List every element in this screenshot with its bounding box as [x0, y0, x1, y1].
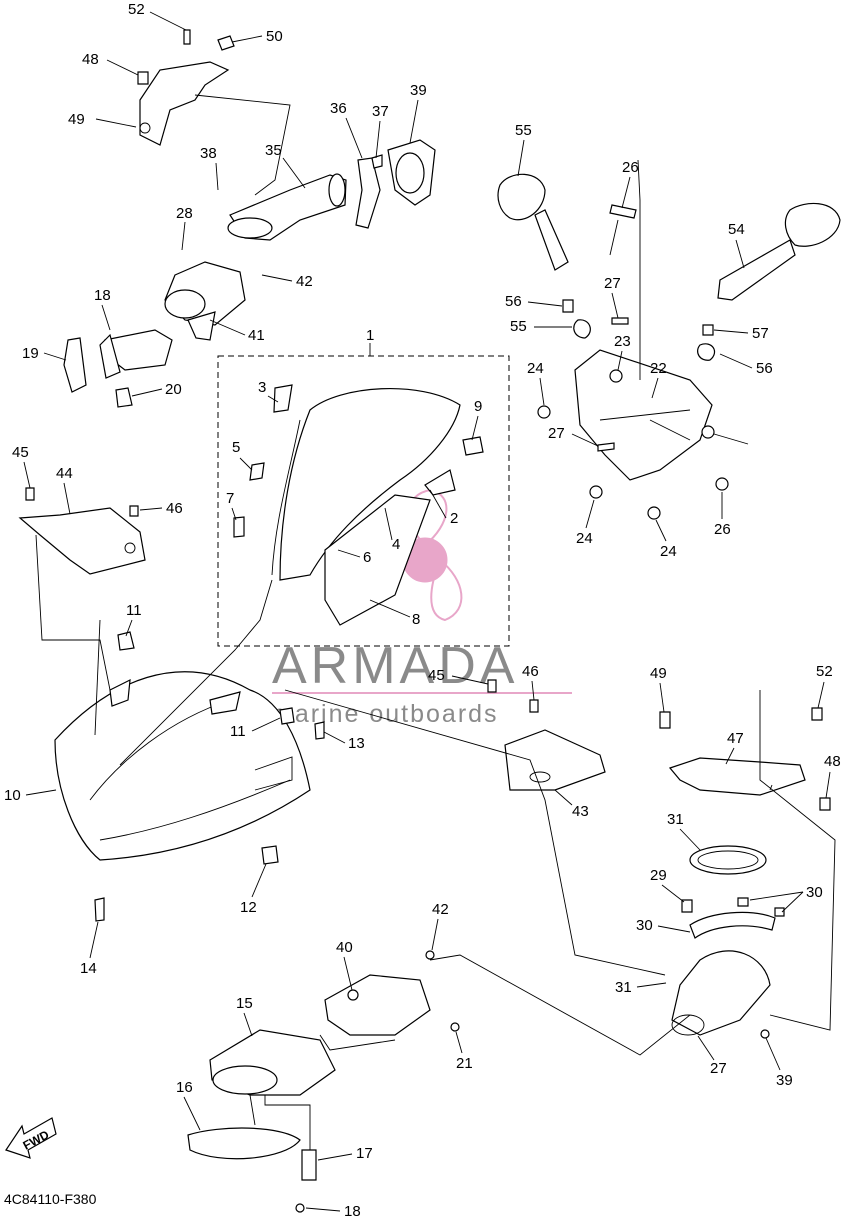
callout-11-upper: 11: [126, 602, 142, 619]
callout-39-label: 39: [776, 1072, 793, 1089]
callout-49: 48: [82, 51, 99, 68]
callout-32: 31: [615, 979, 632, 996]
watermark-tagline: marine outboards: [272, 700, 499, 728]
callout-54: 55: [515, 122, 532, 139]
callout-27-lower-label: 27: [548, 425, 565, 442]
callout-49-right: 49: [650, 665, 667, 682]
callout-3: 3: [258, 379, 266, 396]
callout-1: 1: [366, 327, 374, 344]
callout-21: 20: [165, 381, 182, 398]
callout-52-right: 52: [816, 663, 833, 680]
callout-17: 17: [356, 1145, 373, 1162]
callout-11-lower: 11: [230, 723, 246, 740]
callout-35: 36: [330, 100, 347, 117]
callout-24-bottom-right: 24: [660, 543, 677, 560]
callout-5: 5: [232, 439, 240, 456]
callout-24-left: 24: [527, 360, 544, 377]
callout-45-left: 45: [12, 444, 29, 461]
callout-36: 37: [372, 103, 389, 120]
callout-51: 50: [266, 28, 283, 45]
callout-31-left: 29: [650, 867, 667, 884]
callout-24-top: 23: [614, 333, 631, 350]
watermark-brand: ARMADA: [272, 637, 518, 695]
callout-16: 16: [176, 1079, 193, 1096]
callout-37: 38: [200, 145, 217, 162]
callout-43: 43: [572, 803, 589, 820]
callout-12: 12: [240, 899, 257, 916]
callout-33: 31: [667, 811, 684, 828]
callout-42-lower: 42: [432, 901, 449, 918]
callout-26-label: 26: [714, 521, 731, 538]
callout-4: 4: [392, 536, 400, 553]
callout-6: 6: [363, 549, 371, 566]
callout-50: 49: [68, 111, 85, 128]
callout-45-right: 45: [428, 667, 445, 684]
callout-48-label: 48: [824, 753, 841, 770]
watermark: ARMADA marine outboards: [272, 488, 572, 728]
callout-29: 27: [710, 1060, 727, 1077]
diagram-code: 4C84110-F380: [4, 1191, 97, 1207]
callouts: 52 50 48 49 35 38 36 37 39 28 42 41 18 1…: [4, 1, 841, 1218]
callout-52: 52: [128, 1, 145, 18]
callout-10: 10: [4, 787, 21, 804]
callout-56-left: 56: [505, 293, 522, 310]
fwd-arrow-icon: FWD: [5, 1117, 57, 1159]
part-drawings: [18, 29, 841, 1213]
callout-34: 35: [265, 142, 282, 159]
callout-44: 44: [56, 465, 73, 482]
callout-18-label: 18: [344, 1203, 361, 1218]
callout-22: 21: [456, 1055, 473, 1072]
callout-28: 28: [176, 205, 193, 222]
callout-38: 39: [410, 82, 427, 99]
callout-13: 13: [348, 735, 365, 752]
callout-56-right: 57: [752, 325, 769, 342]
callout-47: 47: [727, 730, 744, 747]
callout-15: 15: [236, 995, 253, 1012]
leader-lines: [35, 94, 836, 1150]
callout-2: 2: [450, 510, 458, 527]
callout-31-right: 30: [806, 884, 823, 901]
callout-19: 18: [94, 287, 111, 304]
callout-55-right: 56: [756, 360, 773, 377]
callout-53: 54: [728, 221, 745, 238]
callout-14: 14: [80, 960, 97, 977]
callout-46-left: 46: [166, 500, 183, 517]
callout-24-bottom-left: 24: [576, 530, 593, 547]
callout-42: 42: [296, 273, 313, 290]
callout-8: 8: [412, 611, 420, 628]
callout-55-left: 55: [510, 318, 527, 335]
callout-9: 9: [474, 398, 482, 415]
callout-30-label: 30: [636, 917, 653, 934]
callout-20: 19: [22, 345, 39, 362]
callout-23: 22: [650, 360, 667, 377]
callout-27-upper: 27: [604, 275, 621, 292]
callout-25: 26: [622, 159, 639, 176]
callout-46-right: 46: [522, 663, 539, 680]
callout-7: 7: [226, 490, 234, 507]
windshield-group-box: [217, 355, 510, 647]
callout-41: 41: [248, 327, 265, 344]
callout-40: 40: [336, 939, 353, 956]
